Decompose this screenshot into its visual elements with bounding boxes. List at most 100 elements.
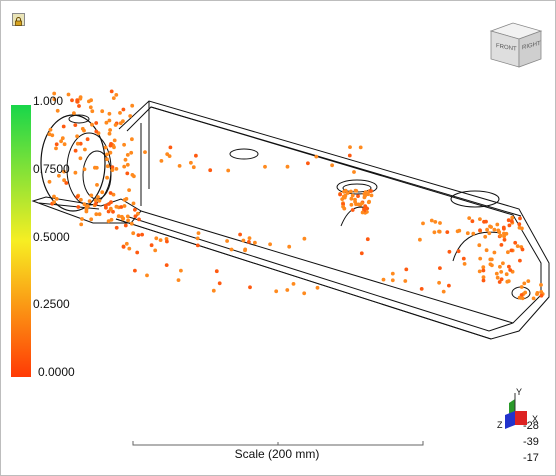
result-point [107, 131, 112, 136]
result-point [78, 96, 83, 101]
result-point [340, 197, 345, 202]
result-point [502, 237, 507, 242]
result-point [461, 256, 466, 261]
result-point [248, 285, 252, 290]
result-point [165, 239, 169, 244]
result-point [497, 280, 502, 284]
result-point [78, 156, 83, 161]
result-point [95, 183, 99, 187]
result-point [125, 214, 130, 219]
result-point [518, 258, 522, 263]
result-point [488, 257, 493, 262]
result-point [441, 289, 446, 294]
result-point [535, 291, 540, 295]
result-point [509, 219, 514, 224]
result-point [121, 245, 126, 249]
result-point [348, 145, 352, 150]
result-point [314, 154, 319, 159]
result-point [50, 133, 55, 138]
result-point [94, 121, 99, 125]
beam-bottom-inner [140, 210, 514, 324]
result-point [127, 246, 132, 251]
hole-2 [336, 179, 378, 195]
result-point [517, 222, 522, 227]
result-point [481, 265, 486, 270]
result-point [477, 269, 482, 274]
axis-triad-icon [505, 393, 527, 429]
result-point [135, 250, 140, 255]
result-point [484, 248, 489, 253]
result-point [509, 248, 514, 253]
result-point [291, 282, 296, 286]
result-point [502, 234, 506, 239]
result-point [132, 174, 136, 179]
result-point [94, 201, 98, 206]
result-point [47, 132, 52, 137]
result-point [104, 205, 108, 210]
result-point [116, 214, 121, 219]
result-point [510, 215, 515, 220]
result-point [108, 191, 113, 195]
result-point [75, 98, 80, 102]
result-point [87, 99, 91, 104]
result-point [504, 272, 509, 277]
result-point [127, 188, 131, 193]
result-point [342, 206, 347, 211]
result-point [362, 195, 367, 200]
result-point [352, 170, 356, 174]
result-point [136, 233, 141, 238]
result-point [502, 231, 506, 236]
result-point [419, 287, 424, 291]
result-point [208, 168, 213, 173]
result-point [499, 277, 504, 282]
result-point [437, 280, 441, 285]
result-point [114, 204, 119, 209]
result-point [79, 222, 84, 227]
result-point [179, 268, 183, 273]
triad-z-label: Z [497, 420, 503, 430]
result-point [471, 231, 476, 236]
result-point [93, 165, 97, 170]
result-point [455, 229, 460, 234]
result-point [445, 230, 450, 235]
view-cube-icon[interactable] [489, 22, 543, 68]
result-point [167, 154, 172, 159]
result-point [539, 293, 544, 298]
result-point [122, 142, 126, 147]
result-point [57, 173, 61, 178]
result-point [124, 197, 129, 201]
result-point [82, 202, 87, 207]
lock-icon[interactable] [12, 13, 25, 26]
result-point [75, 141, 80, 146]
boss-inner [82, 150, 112, 200]
result-point [106, 219, 111, 224]
result-point [456, 249, 461, 254]
result-point [347, 153, 352, 158]
result-point [77, 104, 81, 108]
result-point [390, 271, 395, 276]
result-point [55, 108, 60, 113]
result-point [481, 268, 486, 273]
result-point [356, 194, 360, 199]
result-point [47, 179, 52, 184]
result-point [90, 109, 95, 114]
result-point [506, 250, 510, 255]
result-point [107, 118, 112, 123]
result-point [73, 123, 78, 127]
result-point [526, 279, 531, 283]
result-point [488, 262, 493, 267]
result-point [133, 268, 137, 273]
result-point [498, 264, 502, 269]
result-point [217, 281, 222, 286]
result-point [130, 137, 134, 142]
result-point [60, 136, 65, 141]
result-point [108, 128, 112, 132]
result-point [94, 212, 99, 217]
result-point [107, 111, 112, 116]
result-point [513, 240, 518, 245]
result-point [196, 231, 201, 236]
result-point [349, 189, 353, 194]
legend-label-025: 0.2500 [33, 297, 70, 311]
